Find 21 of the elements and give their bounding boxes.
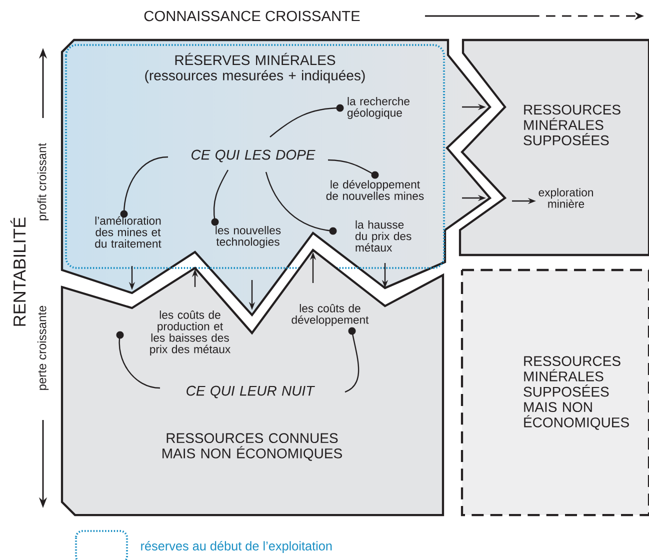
exploration-label: exploration minière <box>538 188 593 208</box>
factor-label: les nouvelles technologies <box>216 226 281 248</box>
uneconomic-inferred-region: RESSOURCES MINÉRALES SUPPOSÉES MAIS NON ÉCONOMIQUES <box>460 268 649 516</box>
factor-heading: CE QUI LES DOPE <box>192 150 316 162</box>
connector-curve <box>270 104 344 138</box>
axis-label: profit croissant <box>37 143 49 220</box>
factor-label: la recherche géologique <box>347 96 410 119</box>
connector-curve <box>344 327 360 393</box>
factor-label: l’amélioration des mines et du traitement <box>95 216 162 248</box>
factor-label: le développement de nouvelles mines <box>326 180 424 200</box>
connector-curve <box>265 172 337 235</box>
connector-curve <box>211 170 229 226</box>
axis-label: CONNAISSANCE CROISSANTE <box>144 10 360 22</box>
factor-heading: CE QUI LEUR NUIT <box>186 386 315 398</box>
connector-curve <box>116 331 160 389</box>
node-label: RESSOURCES MINÉRALES SUPPOSÉES <box>524 104 620 146</box>
axis-label: RENTABILITÉ <box>10 218 26 326</box>
axis-label: perte croissante <box>37 306 49 390</box>
legend-text: réserves au début de l’exploitation <box>141 541 332 553</box>
connector-curve <box>328 159 379 179</box>
connector-curve <box>120 156 168 218</box>
